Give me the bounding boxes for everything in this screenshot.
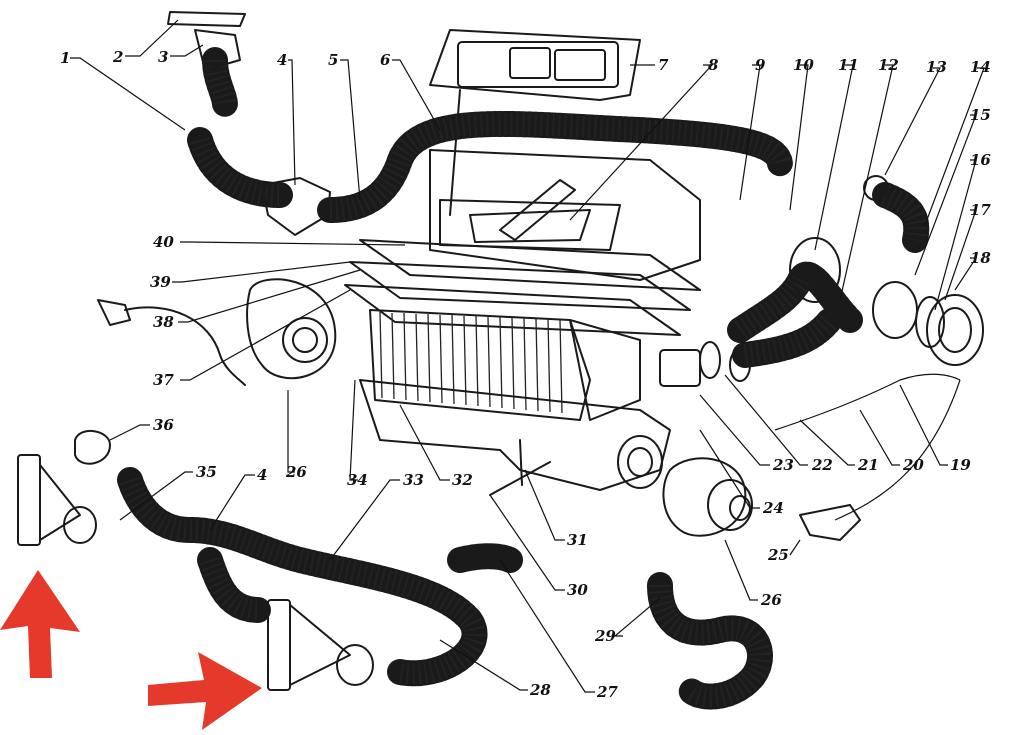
- label-18: 18: [970, 249, 991, 267]
- label-37: 37: [153, 371, 174, 389]
- clamp-36: [74, 430, 111, 465]
- label-19: 19: [950, 456, 971, 474]
- label-26-left: 26: [285, 463, 307, 481]
- y-junction-upper: [261, 177, 331, 236]
- label-29: 29: [594, 627, 616, 645]
- label-39: 39: [150, 273, 171, 291]
- label-13: 13: [926, 58, 947, 76]
- blower-right: [662, 457, 753, 537]
- blower-left: [246, 278, 337, 380]
- label-15: 15: [970, 106, 991, 124]
- label-8: 8: [708, 56, 719, 74]
- label-11: 11: [838, 56, 859, 74]
- label-26-right: 26: [760, 591, 782, 609]
- heater-housing: [344, 29, 751, 496]
- fan-rings: [789, 175, 984, 366]
- label-35: 35: [196, 463, 217, 481]
- sensor-38: [97, 299, 131, 326]
- upper-hoses: [187, 47, 930, 368]
- bracket-25: [799, 504, 861, 541]
- label-25: 25: [767, 546, 789, 564]
- part-labels: 1 2 3 4 5 6 7 8 9 10 11 12 13 14 15 16 1…: [60, 48, 991, 701]
- outlet-grille-right: [267, 599, 374, 691]
- label-33: 33: [403, 471, 424, 489]
- label-40: 40: [153, 233, 174, 251]
- red-arrow-right: [148, 652, 262, 730]
- label-6: 6: [380, 51, 391, 69]
- label-2: 2: [112, 48, 123, 66]
- label-4-lower: 4: [257, 466, 267, 484]
- outlet-grille-left: [17, 454, 97, 546]
- label-24: 24: [762, 499, 784, 517]
- label-10: 10: [793, 56, 814, 74]
- label-7: 7: [658, 56, 669, 74]
- lower-hoses: [117, 467, 773, 710]
- red-arrow-up: [0, 570, 80, 678]
- cable-19: [834, 379, 961, 521]
- label-9: 9: [755, 56, 766, 74]
- label-17: 17: [970, 201, 991, 219]
- cable-20: [774, 373, 961, 431]
- label-21: 21: [857, 456, 879, 474]
- label-30: 30: [567, 581, 588, 599]
- label-4-upper: 4: [277, 51, 287, 69]
- label-31: 31: [567, 531, 588, 549]
- flange-2: [167, 11, 246, 27]
- label-12: 12: [878, 56, 899, 74]
- label-27: 27: [596, 683, 618, 701]
- label-28: 28: [529, 681, 551, 699]
- label-36: 36: [153, 416, 174, 434]
- label-14: 14: [970, 58, 991, 76]
- label-22: 22: [811, 456, 833, 474]
- label-1: 1: [60, 49, 70, 67]
- label-32: 32: [452, 471, 473, 489]
- label-20: 20: [902, 456, 924, 474]
- label-5: 5: [328, 51, 338, 69]
- leader-lines: [70, 19, 985, 693]
- label-3: 3: [158, 48, 168, 66]
- label-16: 16: [970, 151, 991, 169]
- label-23: 23: [772, 456, 794, 474]
- label-38: 38: [153, 313, 174, 331]
- label-34: 34: [347, 471, 368, 489]
